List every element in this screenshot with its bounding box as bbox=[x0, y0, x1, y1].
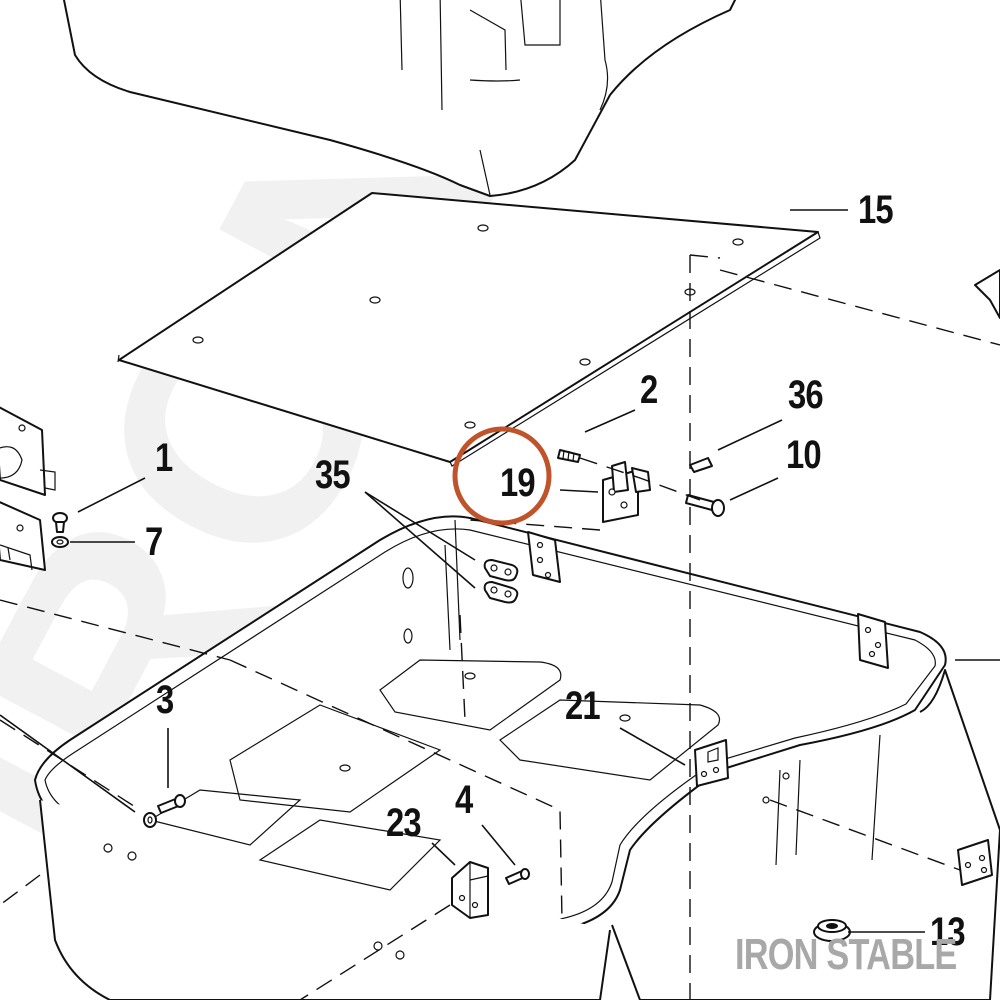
screw-4 bbox=[505, 868, 530, 885]
callout-19: 19 bbox=[500, 461, 536, 505]
screw-1 bbox=[52, 512, 68, 533]
hinge-21 bbox=[694, 739, 729, 787]
lid-upper bbox=[62, 0, 737, 197]
washer-7 bbox=[51, 536, 69, 548]
callout-23: 23 bbox=[386, 801, 422, 845]
callout-7: 7 bbox=[145, 520, 163, 564]
brand-logo: IRON STABLE bbox=[735, 930, 957, 979]
liner-plate bbox=[117, 192, 821, 467]
right-plate bbox=[957, 839, 993, 886]
left-latch-bracket bbox=[0, 406, 56, 571]
callout-21: 21 bbox=[565, 684, 601, 728]
callout-3: 3 bbox=[156, 678, 174, 722]
bracket-23 bbox=[451, 861, 489, 919]
tub-hinge-plate bbox=[527, 531, 561, 583]
screw-2 bbox=[557, 449, 581, 463]
screw-3 bbox=[143, 794, 186, 828]
links-35 bbox=[483, 559, 519, 604]
callout-1: 1 bbox=[155, 436, 173, 480]
highlight-circle bbox=[452, 426, 552, 526]
hinge-19 bbox=[602, 461, 651, 523]
tub-side-plate bbox=[857, 613, 889, 669]
pin-36 bbox=[689, 457, 713, 473]
right-fragment bbox=[974, 269, 1000, 319]
leader-lines bbox=[0, 209, 1000, 933]
callout-4: 4 bbox=[455, 778, 473, 822]
callout-35: 35 bbox=[315, 453, 351, 497]
callout-2: 2 bbox=[640, 368, 658, 412]
assembly-lines bbox=[0, 254, 1000, 1000]
callout-10: 10 bbox=[786, 433, 822, 477]
callout-13: 13 bbox=[930, 910, 966, 954]
callout-36: 36 bbox=[788, 373, 824, 417]
callout-15: 15 bbox=[858, 188, 894, 232]
lower-case bbox=[34, 515, 1000, 1000]
bolt-10 bbox=[685, 494, 725, 517]
